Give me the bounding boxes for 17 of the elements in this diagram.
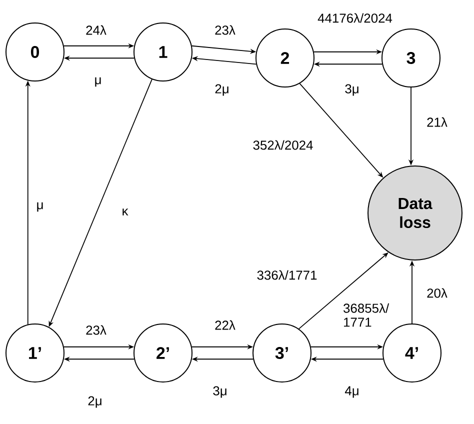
edge-label: 2μ <box>88 396 102 408</box>
edge-label: 23λ <box>86 325 106 335</box>
edge-label: 336λ/1771 <box>257 270 317 280</box>
edge-label: 22λ <box>215 320 236 330</box>
edge-label: 4μ <box>344 386 358 398</box>
edge-label: 3μ <box>345 84 358 96</box>
edge-label: 2μ <box>215 84 228 96</box>
edge-label: 20λ <box>427 288 448 298</box>
edge-label: 24λ <box>86 25 106 35</box>
edge-label: μ <box>37 202 43 212</box>
edge-label: 3μ <box>213 386 226 398</box>
edge-label: 352λ/2024 <box>253 140 313 150</box>
edge-label: 21λ <box>427 117 448 127</box>
edge-label: κ <box>122 208 128 216</box>
edge-label: μ <box>95 77 101 87</box>
edge-label: 44176λ/2024 <box>318 13 392 23</box>
edge-label: 23λ <box>215 25 236 35</box>
